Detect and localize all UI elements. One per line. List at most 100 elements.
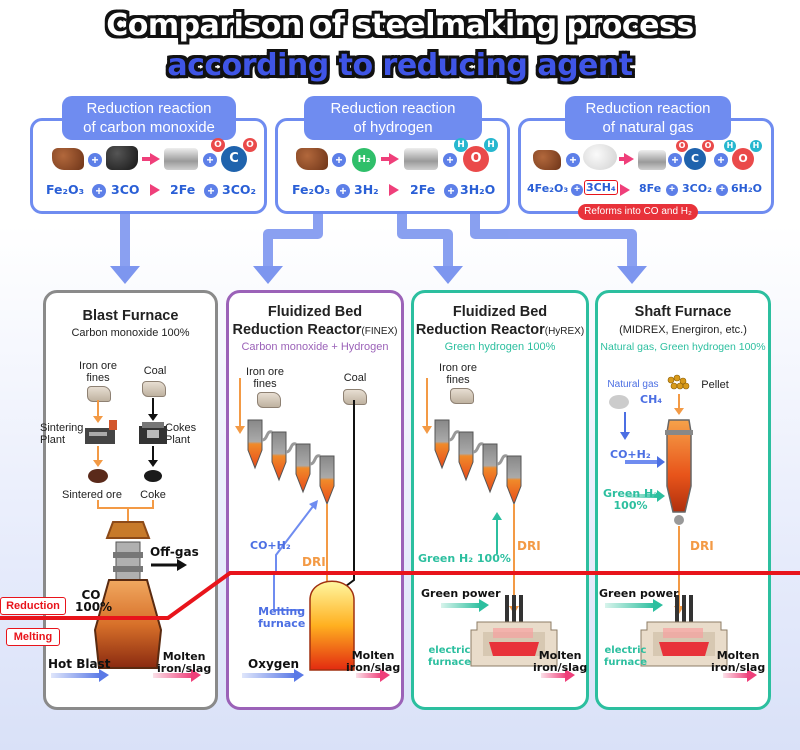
pellet-icon	[667, 374, 690, 390]
hyrex-diagram	[422, 378, 575, 682]
plus-icon: +	[444, 184, 458, 198]
iron-ore-rock-icon	[257, 392, 281, 408]
green-power-label: Green power	[421, 587, 501, 600]
cokes-plant-icon	[139, 422, 167, 444]
hydrogen-atom-icon: H	[724, 140, 736, 152]
oxygen-atom-icon: O	[732, 148, 754, 170]
iron-roll-icon	[164, 148, 198, 170]
oxygen-label: Oxygen	[248, 657, 300, 671]
reaction-title-co-line2: of carbon monoxide	[83, 119, 215, 136]
panel-title: Fluidized Bed Reduction Reactor(HyREX)	[415, 304, 585, 338]
reaction-arrow-icon	[620, 184, 630, 196]
connector-r2-finex	[263, 212, 323, 268]
reduction-side-label: Reduction	[0, 597, 66, 615]
panel-title: Blast Furnace	[82, 308, 179, 324]
reaction-title-natgas-line1: Reduction reaction	[585, 100, 711, 117]
pellet-label: Pellet	[701, 379, 729, 391]
oxygen-atom-icon: O	[676, 140, 688, 152]
arrowhead-hyrex	[433, 266, 463, 284]
eq-4fe2o3: 4Fe₂O₃	[527, 182, 569, 195]
plus-icon: +	[336, 184, 350, 198]
iron-ore-icon	[296, 148, 328, 170]
connector-r2-hyrex	[397, 212, 453, 268]
off-gas-label: Off-gas	[150, 545, 199, 559]
oxygen-atom-icon: O	[463, 146, 489, 172]
eq-3co2: 3CO₂	[682, 182, 712, 195]
plus-icon: +	[203, 153, 217, 167]
dri-label: DRI	[302, 555, 326, 569]
plus-icon: +	[666, 184, 678, 196]
gas-cloud-icon	[609, 395, 629, 409]
coal-label: Coal	[343, 372, 367, 384]
sintering-plant-icon	[85, 420, 117, 444]
arrowhead-finex	[253, 266, 283, 284]
hydrogen-atom-icon: H	[750, 140, 762, 152]
reaction-arrow-icon	[389, 153, 399, 165]
reaction-title-h2-line2: of hydrogen	[353, 119, 433, 136]
main-title-line2: according to reducing agent	[167, 48, 633, 83]
eq-3h2o: 3H₂O	[460, 182, 496, 197]
panel-subtitle: Green hydrogen 100%	[444, 341, 556, 353]
main-title-line1: Comparison of steelmaking process	[106, 8, 694, 43]
reaction-arrow-bar	[381, 157, 389, 161]
hot-blast-label: Hot Blast	[48, 657, 111, 671]
green-h2-label: Green H₂ 100%	[418, 552, 511, 565]
finex-diagram	[235, 378, 390, 682]
eq-8fe: 8Fe	[639, 182, 662, 195]
electric-furnace-icon	[640, 595, 728, 667]
fluidized-reactor-icon	[434, 419, 522, 506]
connector-r3-shaft	[470, 212, 637, 268]
eq-2fe: 2Fe	[170, 182, 196, 197]
plus-icon: +	[716, 184, 728, 196]
blast-furnace-diagram	[51, 398, 201, 682]
eq-fe2o3: Fe₂O₃	[46, 182, 85, 197]
reaction-title-co: Reduction reaction of carbon monoxide	[62, 96, 236, 140]
plus-icon: +	[714, 153, 728, 167]
reaction-title-co-line1: Reduction reaction	[86, 100, 212, 117]
electric-furnace-icon	[470, 595, 558, 667]
reform-note-badge: Reforms into CO and H₂	[578, 204, 698, 220]
reaction-arrow-icon	[150, 184, 160, 196]
arrowhead-shaft	[617, 266, 647, 284]
eq-3co: 3CO	[111, 182, 140, 197]
coal-label: Coal	[143, 365, 167, 377]
hydrogen-atom-icon: H	[454, 138, 468, 152]
reaction-title-h2: Reduction reaction of hydrogen	[304, 96, 482, 140]
plus-icon: +	[332, 153, 346, 167]
co-h2-label: CO+H₂	[250, 539, 291, 552]
eq-3h2: 3H₂	[354, 182, 379, 197]
carbon-atom-icon: C	[684, 148, 706, 170]
reaction-arrow-icon	[389, 184, 399, 196]
reaction-title-natgas-line2: of natural gas	[602, 119, 694, 136]
panel-subtitle: Carbon monoxide + Hydrogen	[241, 341, 389, 353]
oxygen-atom-icon: O	[702, 140, 714, 152]
fluidized-reactor-icon	[247, 419, 335, 506]
panel-subtitle: Natural gas, Green hydrogen 100%	[600, 341, 766, 353]
dri-label: DRI	[517, 539, 541, 553]
reaction-arrow-bar	[619, 157, 625, 161]
plus-icon: +	[571, 184, 583, 196]
plus-icon: +	[668, 153, 682, 167]
panel-title: Fluidized Bed Reduction Reactor(FINEX)	[232, 304, 398, 338]
natural-gas-label: Natural gas	[607, 379, 659, 390]
natural-gas-cloud-icon	[583, 144, 617, 170]
hydrogen-atom-icon: H	[484, 138, 498, 152]
iron-roll-icon	[404, 148, 438, 170]
panel-title: Shaft Furnace (MIDREX, Energiron, etc.)	[619, 304, 747, 336]
co-h2-label: CO+H₂	[610, 448, 651, 461]
iron-ore-icon	[533, 150, 561, 170]
plus-icon: +	[92, 184, 106, 198]
hydrogen-molecule-icon: H₂	[352, 148, 376, 172]
coke-label: Coke	[140, 489, 166, 501]
coal-rock-icon	[142, 381, 166, 397]
